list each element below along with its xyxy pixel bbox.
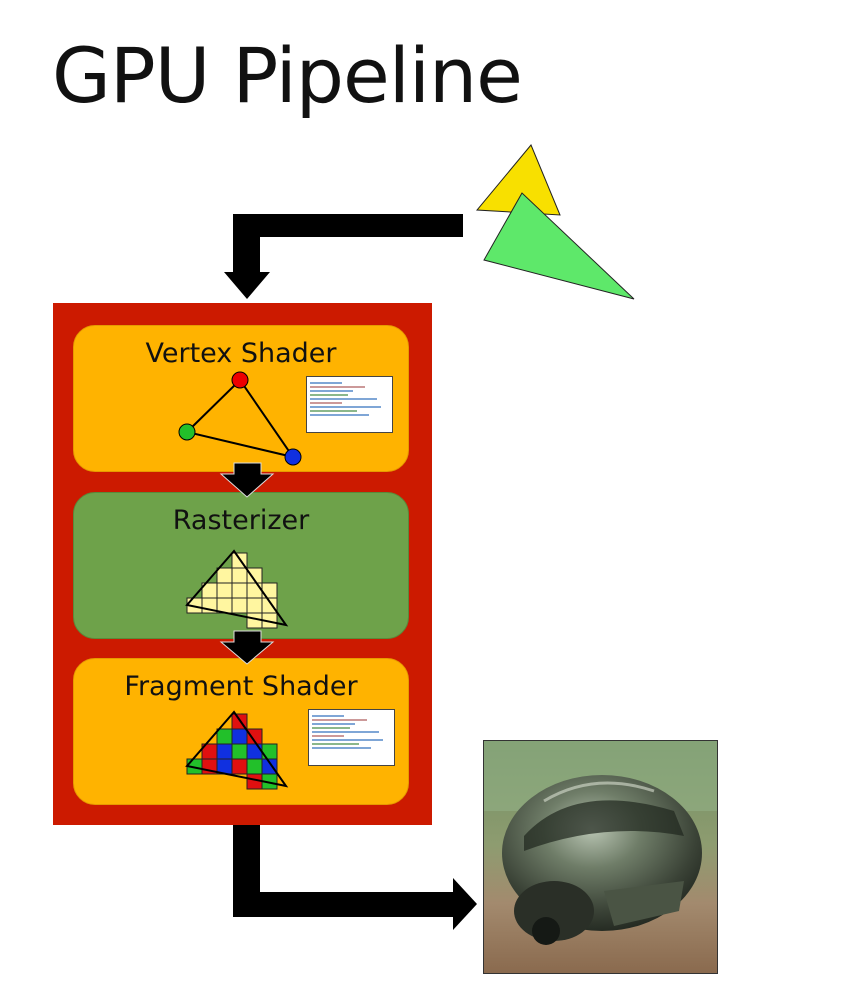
input-arrow <box>224 214 463 299</box>
stage-arrow-2 <box>219 630 275 665</box>
stage-label-rasterizer: Rasterizer <box>172 505 310 536</box>
fragment-grid-icon <box>185 710 289 790</box>
code-snippet-icon <box>308 709 395 766</box>
rendered-helmet-image <box>483 740 718 974</box>
stage-label-vertex: Vertex Shader <box>145 338 337 369</box>
input-triangles-icon <box>475 144 635 300</box>
slide-title: GPU Pipeline <box>52 31 523 120</box>
stage-rasterizer: Rasterizer <box>73 492 409 639</box>
pipeline-box: Vertex Shader Rasterizer <box>53 303 432 825</box>
stage-arrow-1 <box>219 462 275 498</box>
raster-grid-icon <box>185 549 289 629</box>
stage-vertex-shader: Vertex Shader <box>73 325 409 472</box>
code-snippet-icon <box>306 376 393 433</box>
stage-fragment-shader: Fragment Shader <box>73 658 409 805</box>
stage-label-fragment: Fragment Shader <box>124 671 358 702</box>
vertex-triangle-icon <box>178 371 302 466</box>
output-arrow <box>233 825 477 930</box>
